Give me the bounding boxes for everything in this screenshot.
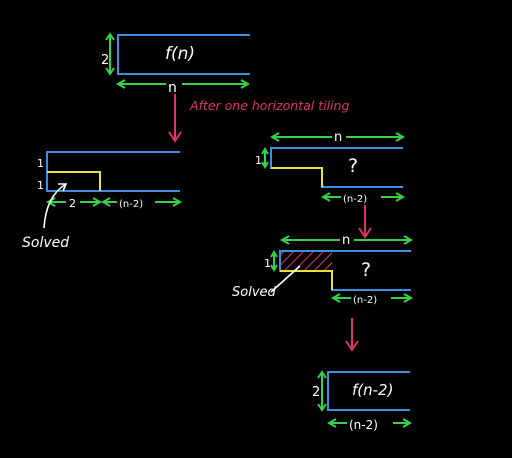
- down-arrow-2: [358, 205, 372, 239]
- right-width-rest-label: (n-2): [343, 194, 367, 205]
- left-case-board: 1 1 2 (n-2) Solved: [22, 151, 183, 251]
- right2-solved-pointer: [270, 265, 301, 293]
- right-question: ?: [348, 155, 358, 177]
- final-board-outline: [327, 371, 410, 411]
- down-arrow-3: [345, 318, 359, 352]
- right2-solved-label: Solved: [232, 285, 277, 300]
- right2-question: ?: [361, 259, 371, 281]
- final-function-label: f(n-2): [352, 381, 393, 399]
- top-board: 2 f(n) n: [101, 32, 251, 96]
- final-height-label: 2: [312, 385, 320, 400]
- left-solved-label: Solved: [22, 235, 69, 251]
- final-board: 2 f(n-2) (n-2): [312, 370, 413, 432]
- right2-width-label: n: [342, 233, 350, 248]
- top-function-label: f(n): [165, 44, 195, 64]
- left-row1-label: 1: [37, 157, 44, 170]
- down-arrow-1: [168, 94, 182, 143]
- right-case-board: n 1 ? (n-2): [255, 129, 406, 205]
- left-width2-label: 2: [69, 197, 76, 210]
- right2-height-label: 1: [264, 257, 271, 270]
- right2-yellow-edge: [280, 270, 333, 290]
- right-height-label: 1: [255, 154, 262, 167]
- left-solved-pointer: [43, 183, 67, 229]
- top-width-label: n: [168, 80, 177, 96]
- top-height-label: 2: [101, 53, 109, 68]
- left-width-rest-label: (n-2): [119, 199, 143, 210]
- right2-hatched-tile: [280, 251, 332, 271]
- left-row2-label: 1: [37, 179, 44, 192]
- step1-caption: After one horizontal tiling: [189, 98, 349, 113]
- right-yellow-edge: [271, 167, 323, 187]
- right-width-label: n: [334, 130, 342, 145]
- top-board-outline: [117, 34, 250, 75]
- right-case2-board: n 1 ? Solved (n-2): [232, 232, 414, 306]
- left-solved-tile: [47, 171, 101, 191]
- final-width-label: (n-2): [349, 418, 378, 432]
- right2-width-rest-label: (n-2): [353, 295, 377, 306]
